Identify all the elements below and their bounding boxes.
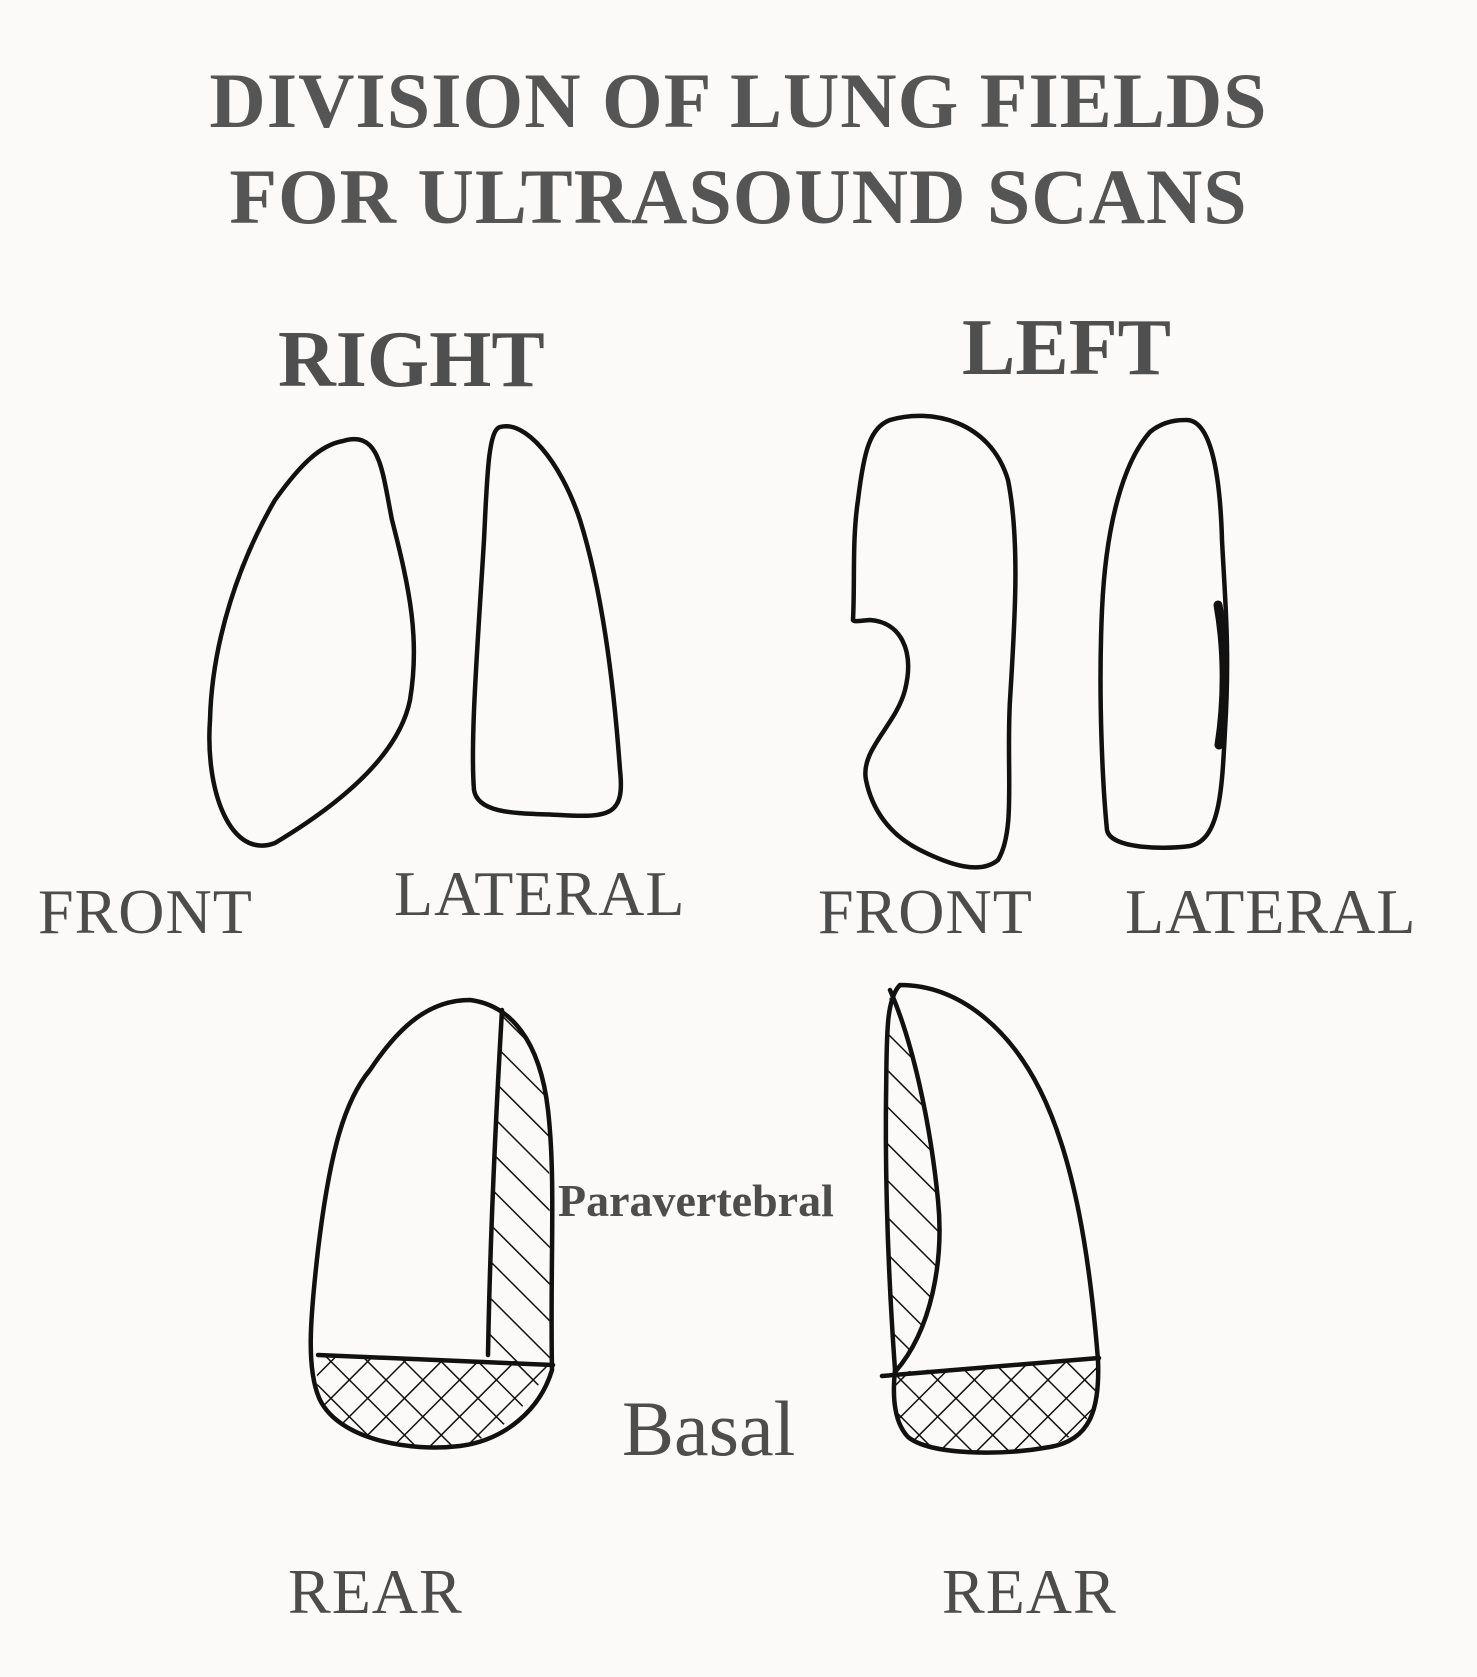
left-front-label: FRONT — [818, 876, 1033, 947]
left-rear-basal-zone — [894, 1358, 1099, 1452]
left-rear-paravertebral-boundary — [887, 987, 942, 1375]
right-front-label: FRONT — [38, 876, 253, 947]
right-front-lung-outline — [207, 437, 417, 848]
right-rear-basal-zone — [316, 1355, 550, 1448]
basal-zone-label: Basal — [622, 1385, 796, 1472]
right-side-heading: RIGHT — [278, 316, 545, 404]
paravertebral-zone-label: Paravertebral — [558, 1175, 834, 1226]
right-rear-paravertebral-zone — [488, 1008, 550, 1370]
left-lateral-label: LATERAL — [1125, 876, 1417, 947]
right-rear-lung-outline — [308, 997, 555, 1450]
right-lateral-label: LATERAL — [394, 858, 686, 929]
left-rear-paravertebral-zone — [886, 990, 940, 1372]
left-front-lung-outline — [850, 413, 1018, 870]
diagram-title-line-2: FOR ULTRASOUND SCANS — [229, 153, 1248, 240]
right-rear-paravertebral-boundary — [485, 1007, 505, 1358]
left-side-heading: LEFT — [962, 304, 1171, 392]
left-lateral-lung-edge-accent — [1213, 600, 1229, 750]
left-rear-basal-boundary — [879, 1355, 1102, 1379]
right-rear-label: REAR — [288, 1556, 463, 1627]
diagram-title-line-1: DIVISION OF LUNG FIELDS — [209, 57, 1268, 144]
left-lateral-lung-outline — [1098, 417, 1230, 850]
left-rear-label: REAR — [942, 1556, 1117, 1627]
right-lateral-lung-outline — [470, 423, 624, 819]
right-rear-basal-boundary — [315, 1352, 556, 1368]
left-rear-lung-outline — [883, 982, 1101, 1455]
